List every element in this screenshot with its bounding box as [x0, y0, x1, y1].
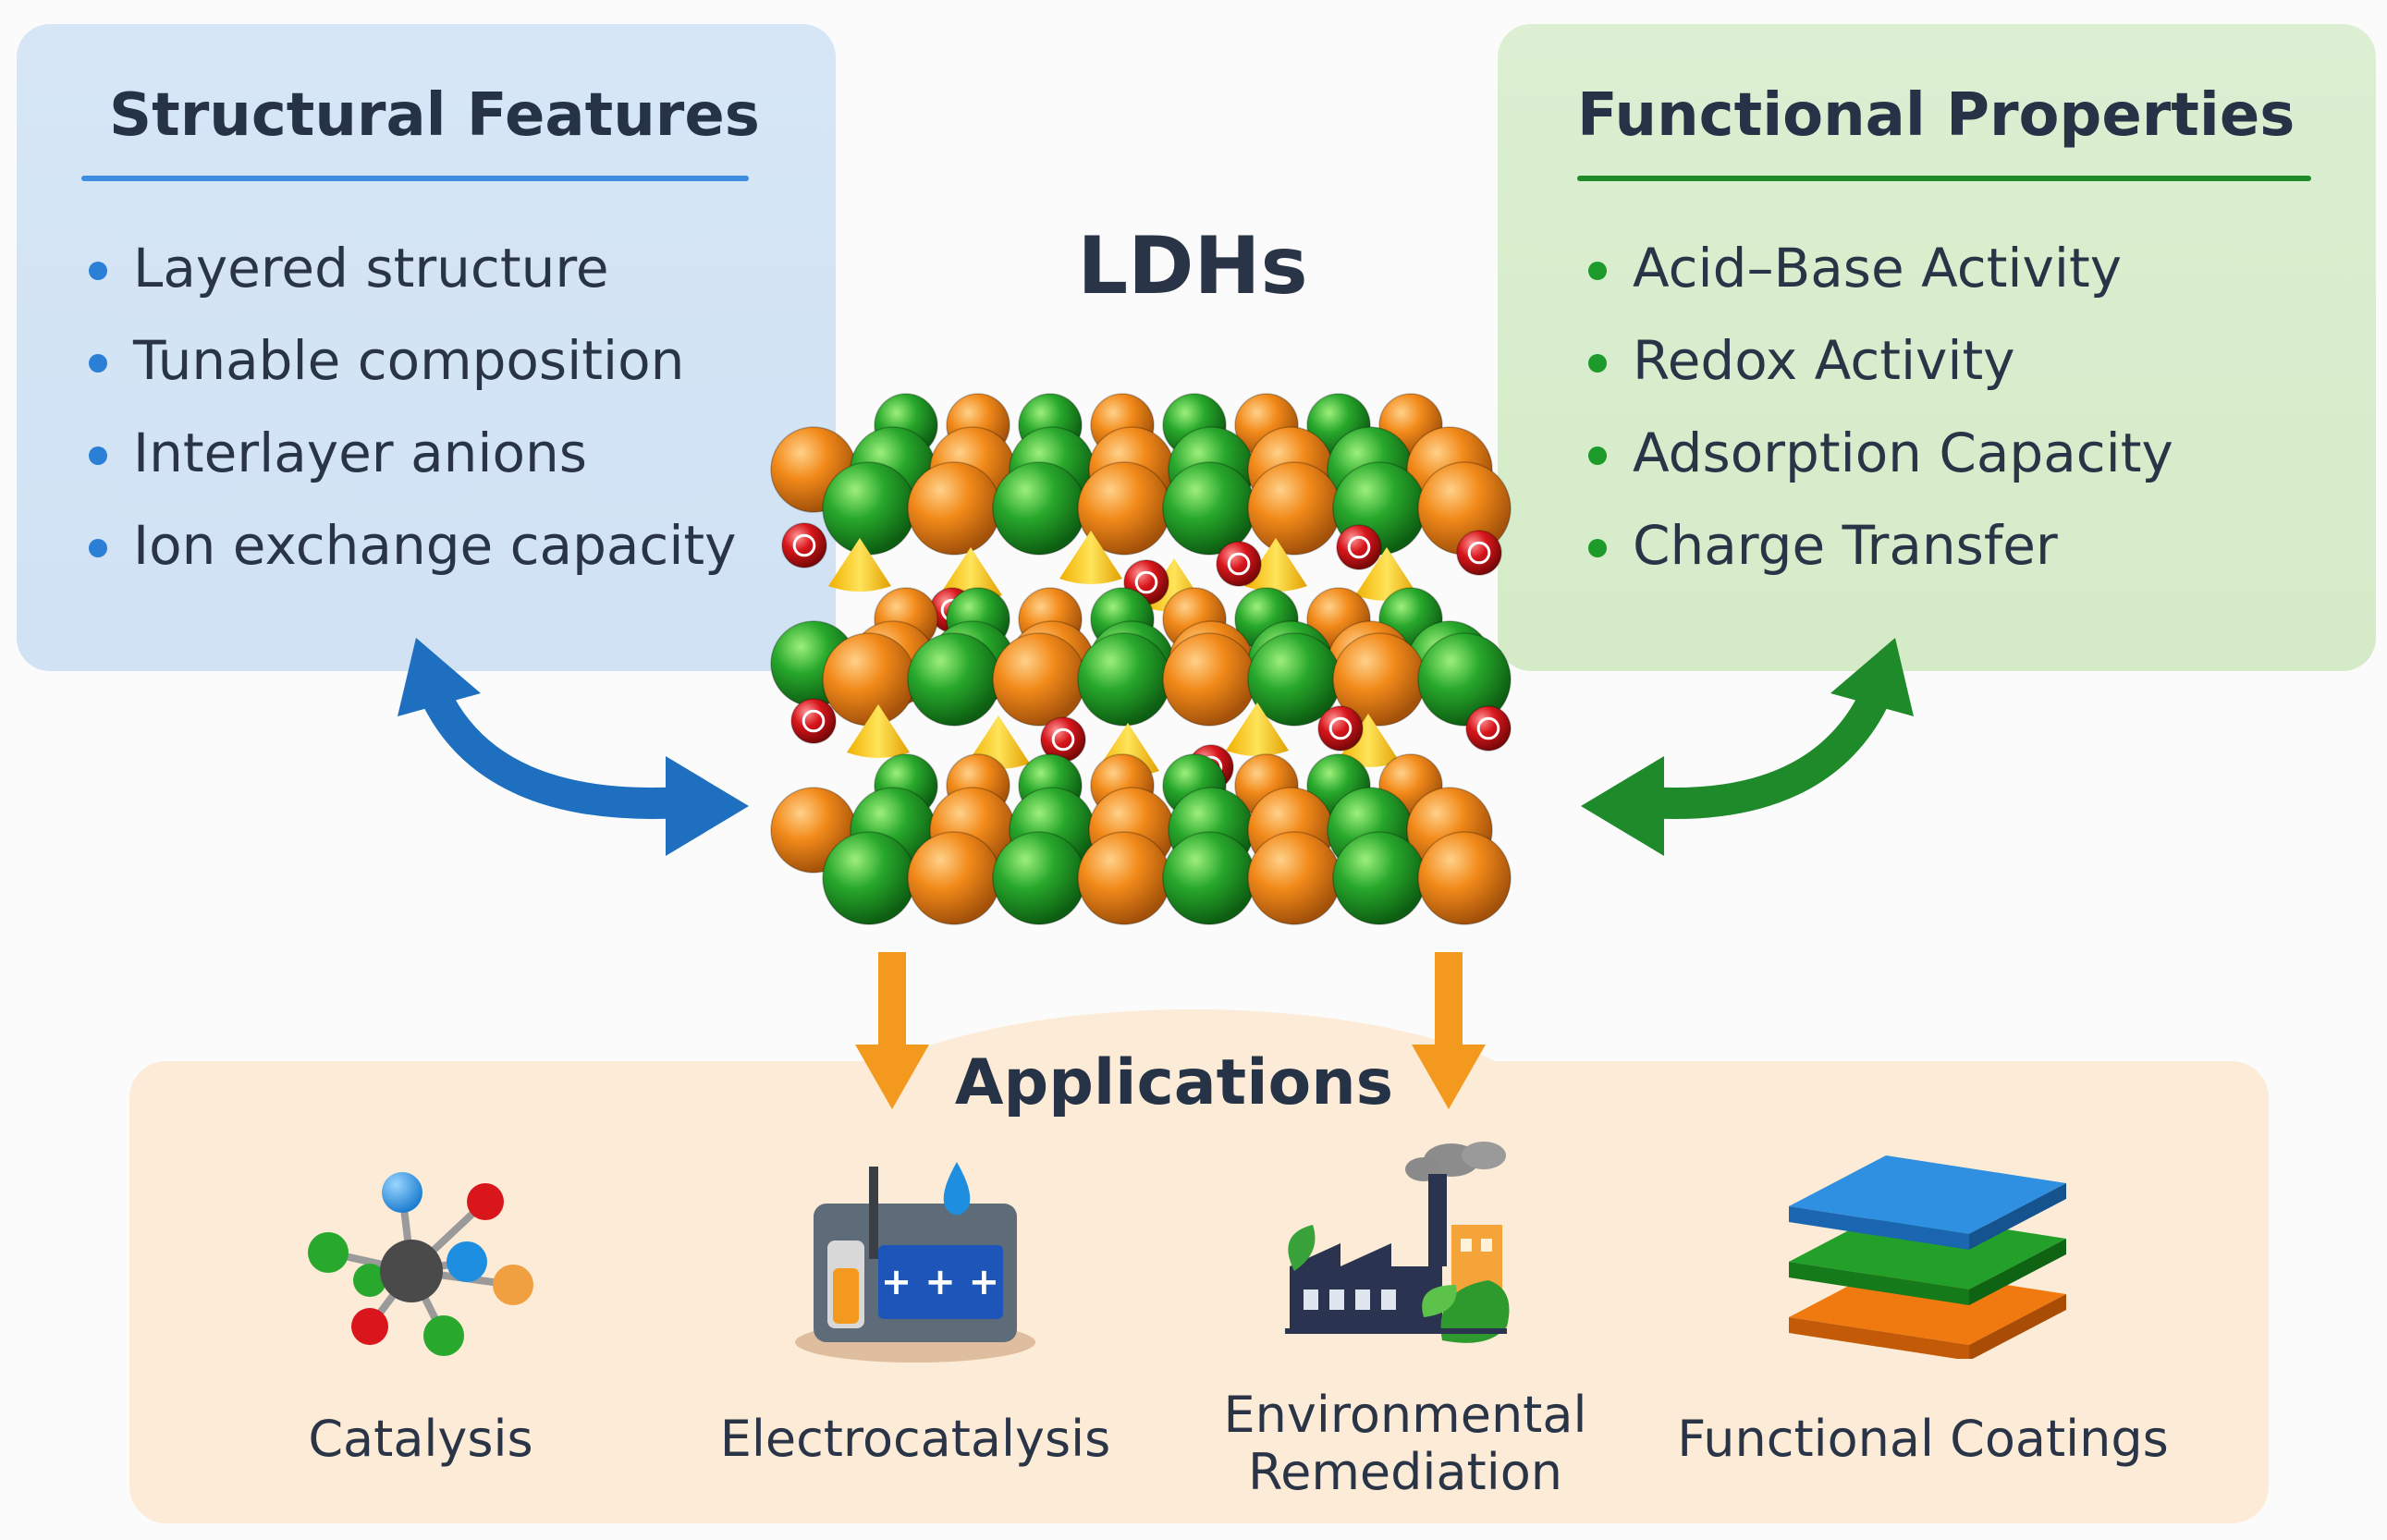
metal-cation-sphere — [822, 461, 916, 556]
orange-down-arrow-right-icon — [1412, 952, 1486, 1109]
svg-text:+ + +: + + + — [881, 1261, 999, 1303]
hydroxide-cone — [1355, 547, 1418, 601]
oxygen-highlight — [1051, 727, 1075, 752]
functional-item: Acid–Base Activity — [1583, 222, 2173, 314]
hydroxide-cone — [939, 547, 1002, 601]
metal-cation-sphere — [1077, 831, 1171, 925]
oxygen-anion-sphere — [1465, 705, 1512, 752]
structural-features-panel — [17, 24, 836, 671]
metal-cation-sphere — [1162, 831, 1256, 925]
functional-item: Adsorption Capacity — [1583, 407, 2173, 499]
oxygen-highlight — [1347, 535, 1371, 559]
app-label-electrocatalysis: Electrocatalysis — [719, 1410, 1111, 1468]
orange-down-arrow-left-icon — [855, 952, 929, 1109]
functional-item: Redox Activity — [1583, 314, 2173, 407]
app-label-functional-coatings: Functional Coatings — [1677, 1410, 2169, 1468]
metal-cation-sphere — [907, 632, 1001, 727]
metal-cation-sphere — [1247, 831, 1341, 925]
functional-properties-title: Functional Properties — [1577, 81, 2295, 150]
structural-item: Ion exchange capacity — [83, 499, 737, 592]
oxygen-anion-sphere — [1456, 530, 1502, 576]
hydroxide-cone — [847, 704, 910, 758]
metal-cation-sphere — [992, 632, 1086, 727]
factory-leaf-icon — [1285, 1142, 1510, 1343]
oxygen-anion-sphere — [1317, 705, 1364, 752]
metal-cation-sphere — [907, 831, 1001, 925]
metal-cation-sphere — [992, 461, 1086, 556]
app-label-environmental-remediation: Environmental Remediation — [1193, 1387, 1618, 1501]
oxygen-anion-sphere — [1336, 524, 1382, 570]
metal-cation-sphere — [1162, 461, 1256, 556]
oxygen-highlight — [1134, 570, 1158, 594]
hydroxide-cone — [828, 538, 891, 592]
metal-cation-sphere — [822, 632, 916, 727]
oxygen-highlight — [1476, 716, 1500, 740]
app-label-environmental-line1: Environmental — [1223, 1386, 1587, 1444]
stacked-layers-icon — [1789, 1155, 2066, 1359]
ldh-title: LDHs — [1077, 220, 1308, 312]
structural-title-underline — [81, 176, 749, 181]
oxygen-anion-sphere — [1216, 541, 1262, 587]
metal-cation-sphere — [907, 461, 1001, 556]
hydroxide-cone — [1244, 538, 1307, 592]
applications-title: Applications — [954, 1046, 1394, 1119]
structural-item: Interlayer anions — [83, 407, 737, 499]
blue-double-arrow-icon — [398, 638, 749, 856]
oxygen-anion-sphere — [790, 698, 837, 744]
hydroxide-cone — [1337, 714, 1400, 767]
oxygen-highlight — [792, 533, 816, 557]
structural-item: Tunable composition — [83, 314, 737, 407]
metal-cation-sphere — [1247, 461, 1341, 556]
oxygen-highlight — [1227, 552, 1251, 576]
app-label-environmental-line2: Remediation — [1248, 1443, 1562, 1501]
metal-cation-sphere — [1077, 632, 1171, 727]
metal-cation-sphere — [1417, 632, 1512, 727]
functional-properties-panel — [1498, 24, 2376, 671]
functional-item: Charge Transfer — [1583, 499, 2173, 592]
oxygen-anion-sphere — [781, 522, 827, 568]
metal-cation-sphere — [822, 831, 916, 925]
oxygen-highlight — [802, 709, 826, 733]
functional-properties-list: Acid–Base Activity Redox Activity Adsorp… — [1583, 222, 2173, 592]
oxygen-highlight — [1328, 716, 1353, 740]
metal-cation-sphere — [1162, 632, 1256, 727]
hydroxide-cone — [1059, 531, 1122, 584]
functional-title-underline — [1577, 176, 2311, 181]
structural-item: Layered structure — [83, 222, 737, 314]
oxygen-highlight — [1467, 541, 1491, 565]
metal-cation-sphere — [992, 831, 1086, 925]
green-double-arrow-icon — [1581, 638, 1914, 856]
electrochemical-cell-icon: + + + — [795, 1162, 1035, 1363]
structural-features-title: Structural Features — [109, 81, 760, 150]
ldh-crystal-structure-illustration — [770, 393, 1512, 925]
app-label-catalysis: Catalysis — [308, 1410, 533, 1468]
molecule-icon — [308, 1172, 533, 1356]
metal-cation-sphere — [1417, 831, 1512, 925]
hydroxide-cone — [1226, 703, 1289, 756]
metal-cation-sphere — [1332, 831, 1426, 925]
structural-features-list: Layered structure Tunable composition In… — [83, 222, 737, 592]
